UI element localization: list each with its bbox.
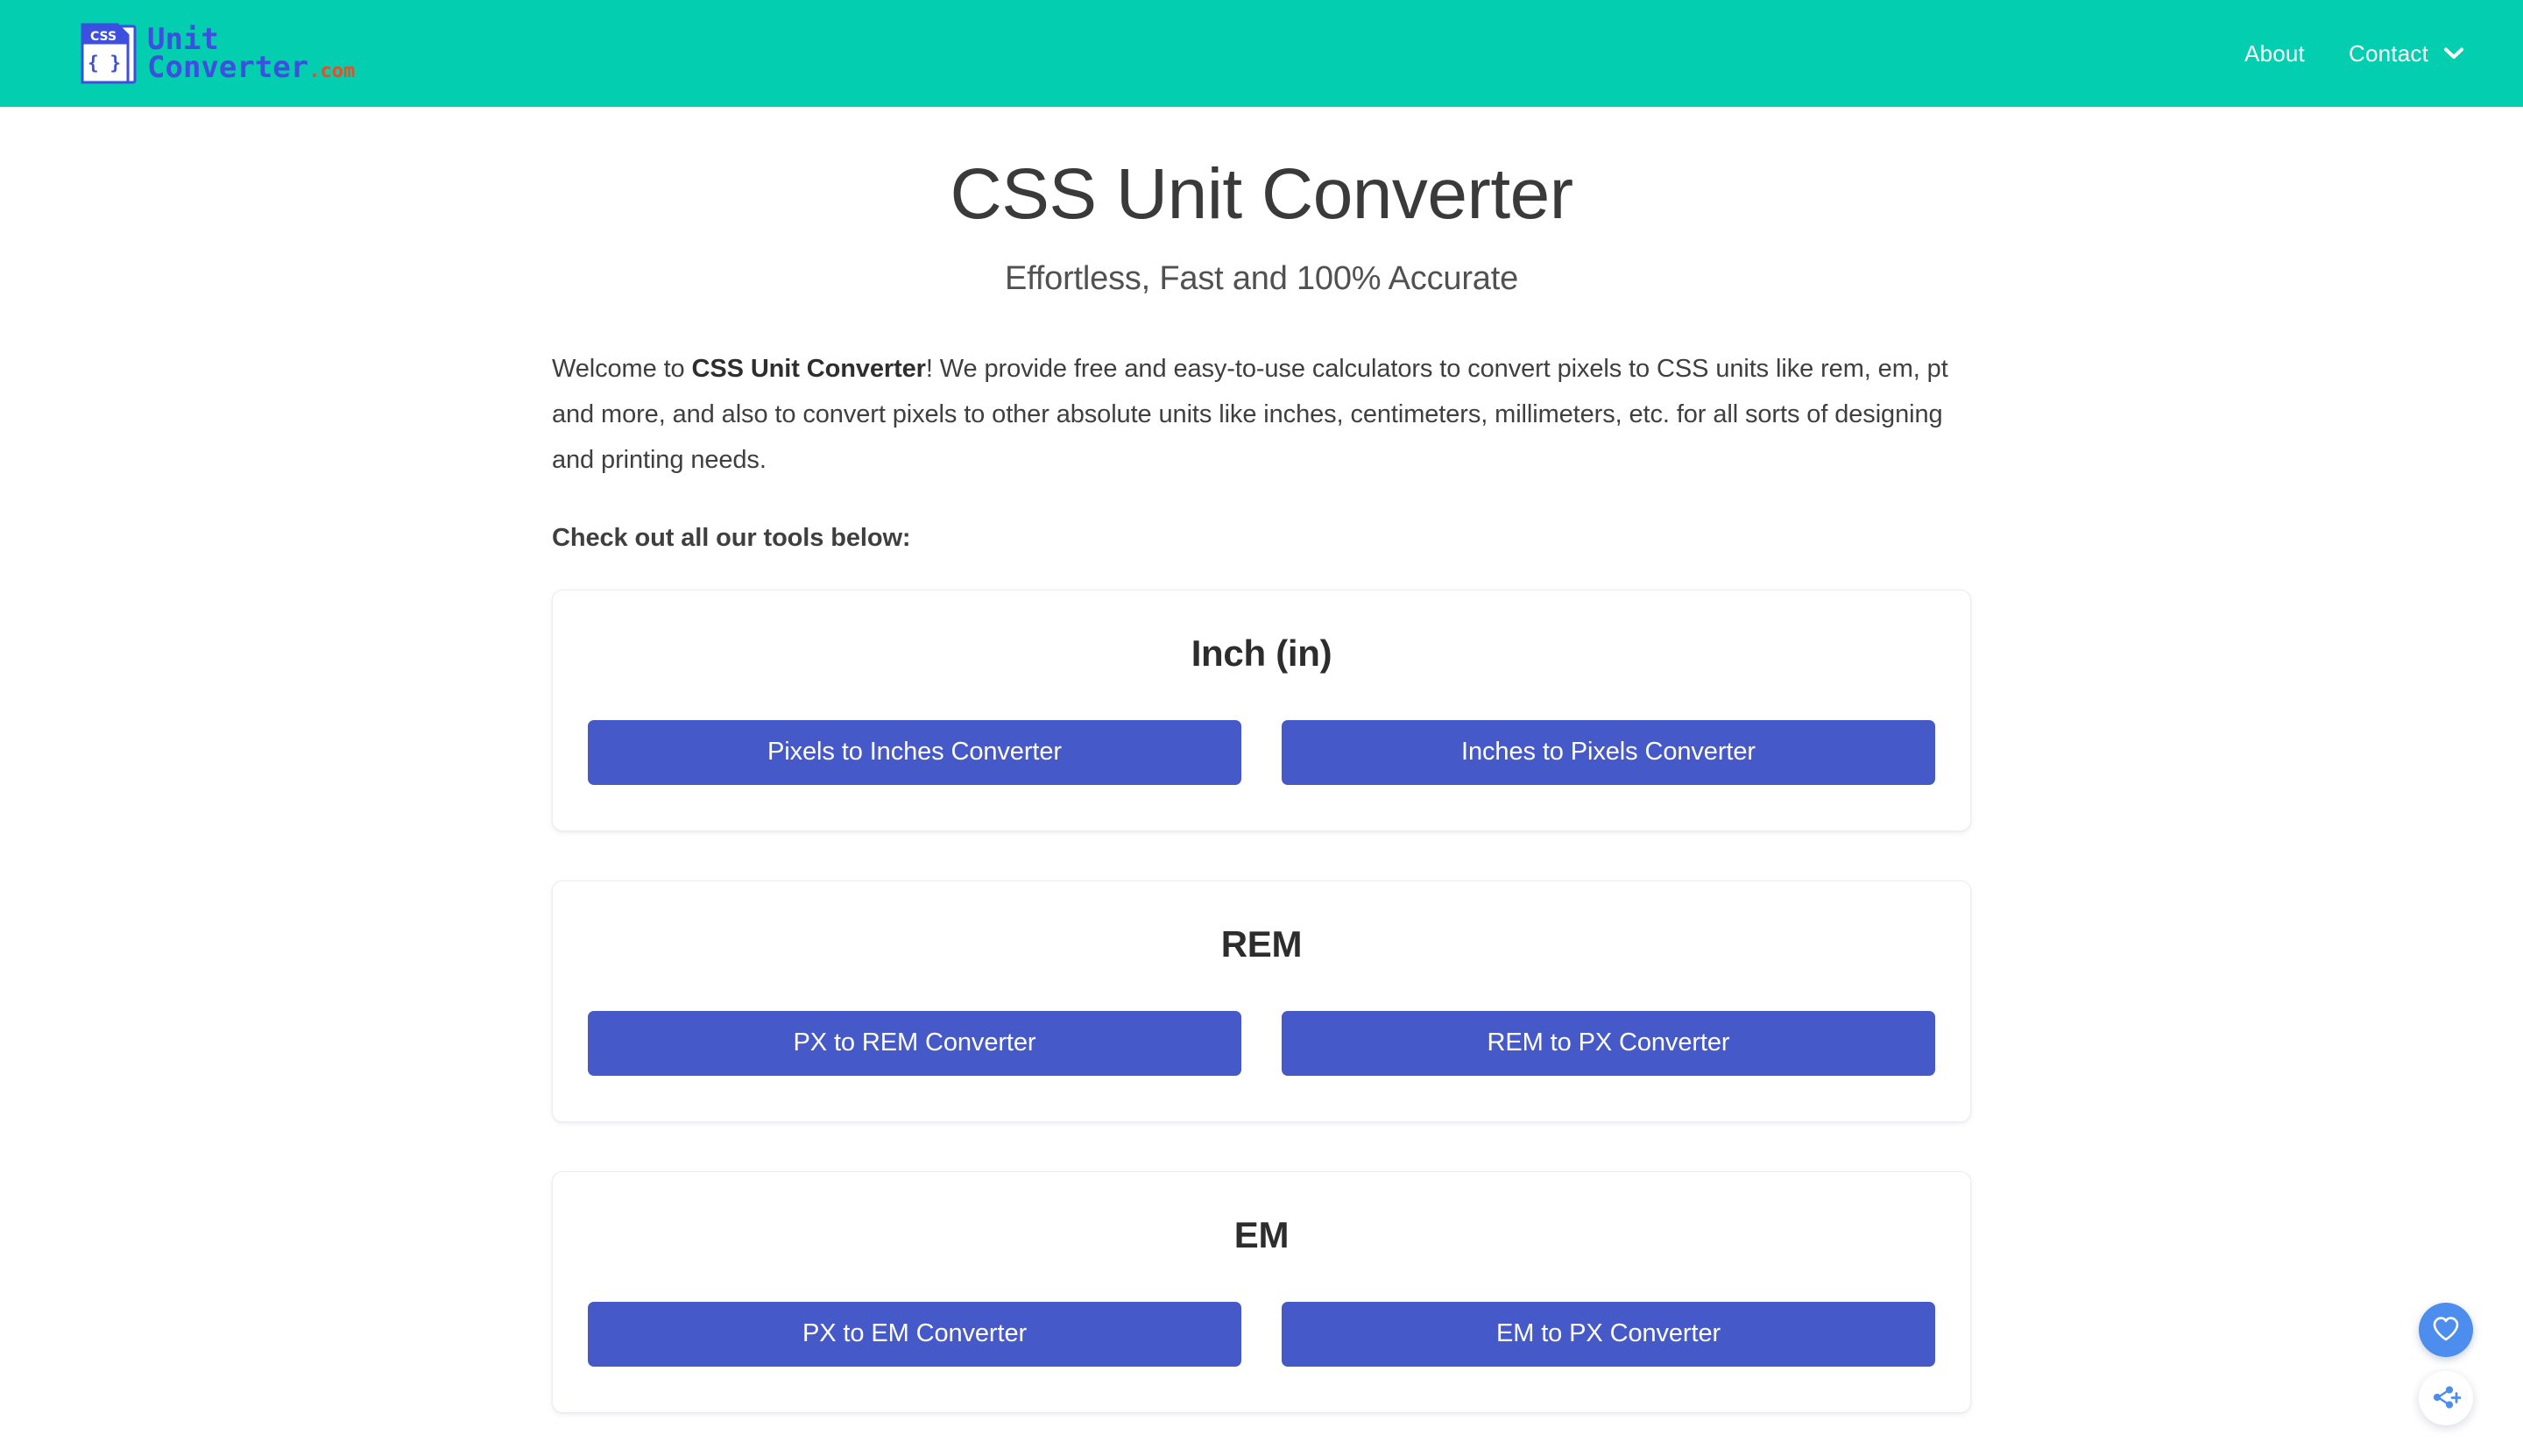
hero-section: CSS Unit Converter Effortless, Fast and … [0,107,2523,298]
px-to-rem-button[interactable]: PX to REM Converter [588,1010,1241,1076]
em-to-px-button[interactable]: EM to PX Converter [1282,1301,1935,1367]
tools-lead-text: Check out all our tools below: [552,523,911,552]
css-document-icon: CSS { } [79,21,138,86]
pixels-to-inches-button[interactable]: Pixels to Inches Converter [588,719,1241,785]
nav-item-about-label: About [2244,39,2305,67]
tool-card-buttons: PX to REM Converter REM to PX Converter [588,1010,1935,1076]
site-header: CSS { } Unit Converter.com About Contact [0,0,2523,107]
tool-card-title: Inch (in) [1191,632,1332,674]
content-container: Welcome to CSS Unit Converter! We provid… [552,298,1971,1413]
tool-card-title: EM [1233,1213,1290,1255]
tool-card-title: REM [1220,922,1303,965]
main-navigation: About Contact [2244,40,2472,67]
brand-line-2-text: Converter [147,50,309,85]
rem-to-px-button[interactable]: REM to PX Converter [1282,1010,1935,1076]
intro-paragraph: Welcome to CSS Unit Converter! We provid… [552,347,1971,484]
brand-tld: .com [308,60,356,82]
tool-card-buttons: Pixels to Inches Converter Inches to Pix… [588,719,1935,785]
intro-part-2: ! We provide free and easy-to-use calcul… [552,355,1948,474]
nav-item-contact-label: Contact [2348,39,2428,67]
heart-icon [2432,1316,2460,1345]
chevron-down-icon [2444,47,2463,60]
share-plus-icon [2431,1384,2463,1413]
svg-text:{ }: { } [88,53,121,74]
brand-line-2: Converter.com [147,53,356,82]
brand-logo[interactable]: CSS { } Unit Converter.com [79,21,355,86]
brand-wordmark: Unit Converter.com [142,25,355,82]
page-body: CSS Unit Converter Effortless, Fast and … [0,107,2523,1413]
nav-item-about[interactable]: About [2244,40,2305,67]
intro-brand-bold: CSS Unit Converter [691,355,926,384]
svg-text:CSS: CSS [90,30,117,44]
inches-to-pixels-button[interactable]: Inches to Pixels Converter [1282,719,1935,785]
like-fab-button[interactable] [2419,1303,2473,1357]
share-fab-button[interactable] [2419,1371,2473,1425]
tool-card-inch: Inch (in) Pixels to Inches Converter Inc… [552,589,1971,831]
tool-card-em: EM PX to EM Converter EM to PX Converter [552,1170,1971,1413]
tool-card-rem: REM PX to REM Converter REM to PX Conver… [552,880,1971,1122]
nav-item-contact[interactable]: Contact [2349,40,2463,67]
floating-action-stack [2419,1303,2473,1425]
brand-line-1: Unit [147,21,219,57]
tool-card-buttons: PX to EM Converter EM to PX Converter [588,1301,1935,1367]
px-to-em-button[interactable]: PX to EM Converter [588,1301,1241,1367]
intro-part-1: Welcome to [552,355,692,384]
page-title: CSS Unit Converter [950,154,1573,234]
page-subtitle: Effortless, Fast and 100% Accurate [1004,260,1519,298]
tool-cards-list: Inch (in) Pixels to Inches Converter Inc… [552,589,1971,1413]
